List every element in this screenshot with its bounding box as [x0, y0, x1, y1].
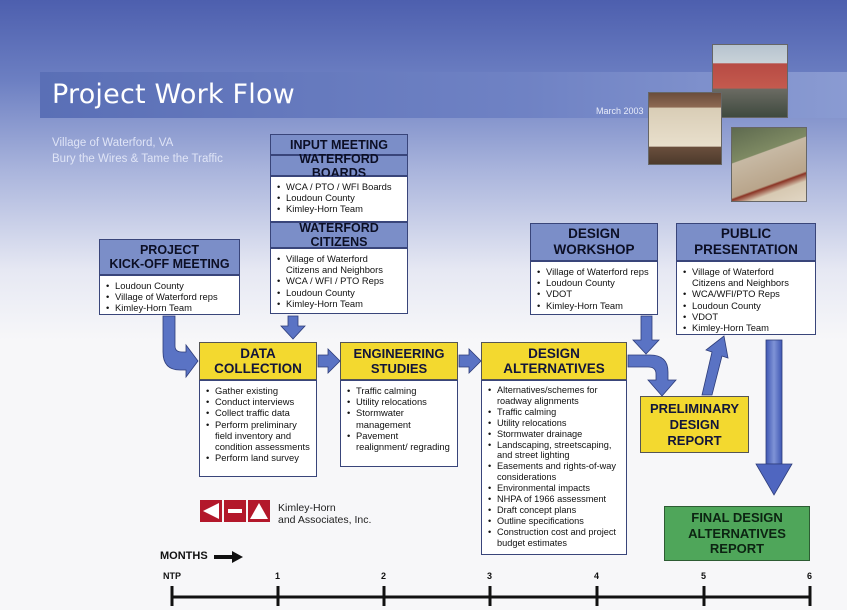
- public-presentation-list: Village of Waterford Citizens and Neighb…: [676, 261, 816, 335]
- list-item: Stormwater management: [347, 407, 451, 429]
- timeline-tick-label: 1: [275, 571, 281, 581]
- design-alternatives-header: DESIGN ALTERNATIVES: [481, 342, 627, 380]
- timeline-tick-label: 4: [594, 571, 600, 581]
- list-item: Perform preliminary field inventory and …: [206, 419, 310, 453]
- list-item: VDOT: [683, 311, 809, 322]
- months-label: MONTHS: [160, 550, 208, 562]
- public-presentation-header: PUBLIC PRESENTATION: [676, 223, 816, 261]
- list-item: Traffic calming: [347, 385, 451, 396]
- list-item: Gather existing: [206, 385, 310, 396]
- subtitle-location: Village of Waterford, VA: [52, 137, 174, 149]
- kickoff-list: Loudoun County Village of Waterford reps…: [99, 275, 240, 315]
- timeline-tick-label: 5: [701, 571, 707, 581]
- list-item: Village of Waterford Citizens and Neighb…: [277, 253, 401, 275]
- final-report-line1: FINAL DESIGN: [691, 510, 783, 526]
- photo-historic-sign: [648, 92, 722, 165]
- list-item: Environmental impacts: [488, 483, 620, 494]
- data-collection-title-line1: DATA: [240, 346, 276, 361]
- waterford-citizens-header: WATERFORD CITIZENS: [270, 221, 408, 249]
- final-design-report-box: FINAL DESIGN ALTERNATIVES REPORT: [664, 506, 810, 561]
- list-item: Alternatives/schemes for roadway alignme…: [488, 385, 620, 407]
- engineering-studies-header: ENGINEERING STUDIES: [340, 342, 458, 380]
- engineering-studies-title-line2: STUDIES: [370, 361, 428, 376]
- list-item: Construction cost and project budget est…: [488, 527, 620, 549]
- photo-village-street: [712, 44, 788, 118]
- timeline-tick-label: 6: [807, 571, 813, 581]
- list-item: VDOT: [537, 288, 651, 299]
- list-item: Easements and rights-of-way consideratio…: [488, 461, 620, 483]
- list-item: Kimley-Horn Team: [277, 203, 401, 214]
- list-item: Village of Waterford Citizens and Neighb…: [683, 266, 809, 288]
- subtitle-tagline: Bury the Wires & Tame the Traffic: [52, 153, 223, 165]
- kickoff-title-line2: KICK-OFF MEETING: [109, 257, 230, 271]
- list-item: Kimley-Horn Team: [277, 298, 401, 309]
- logo-text: Kimley-Horn and Associates, Inc.: [278, 502, 371, 526]
- timeline-tick-label: NTP: [163, 571, 181, 581]
- preliminary-report-line1: PRELIMINARY: [649, 400, 740, 416]
- list-item: Kimley-Horn Team: [683, 322, 809, 333]
- design-workshop-title-line2: WORKSHOP: [553, 242, 635, 257]
- list-item: Outline specifications: [488, 516, 620, 527]
- data-collection-header: DATA COLLECTION: [199, 342, 317, 380]
- design-alternatives-title-line1: DESIGN: [528, 346, 580, 361]
- list-item: Village of Waterford reps: [106, 291, 233, 302]
- preliminary-report-line2: DESIGN: [669, 416, 720, 432]
- design-workshop-header: DESIGN WORKSHOP: [530, 223, 658, 261]
- input-meeting-header: INPUT MEETING: [270, 134, 408, 155]
- list-item: Traffic calming: [488, 407, 620, 418]
- kickoff-header: PROJECT KICK-OFF MEETING: [99, 239, 240, 275]
- design-alternatives-title-line2: ALTERNATIVES: [503, 361, 605, 376]
- final-report-line3: REPORT: [709, 541, 765, 557]
- list-item: Village of Waterford reps: [537, 266, 651, 277]
- data-collection-title-line2: COLLECTION: [214, 361, 302, 376]
- list-item: Kimley-Horn Team: [537, 300, 651, 311]
- list-item: Loudoun County: [683, 300, 809, 311]
- list-item: Perform land survey: [206, 452, 310, 463]
- list-item: Draft concept plans: [488, 505, 620, 516]
- kickoff-title-line1: PROJECT: [139, 243, 200, 257]
- data-collection-list: Gather existing Conduct interviews Colle…: [199, 380, 317, 477]
- logo-line1: Kimley-Horn: [278, 502, 336, 514]
- preliminary-design-report-box: PRELIMINARY DESIGN REPORT: [640, 396, 749, 453]
- list-item: Loudoun County: [106, 280, 233, 291]
- list-item: Loudoun County: [277, 192, 401, 203]
- list-item: NHPA of 1966 assessment: [488, 494, 620, 505]
- list-item: Utility relocations: [347, 396, 451, 407]
- design-workshop-title-line1: DESIGN: [568, 226, 620, 241]
- list-item: Pavement realignment/ regrading: [347, 430, 451, 452]
- design-workshop-list: Village of Waterford reps Loudoun County…: [530, 261, 658, 315]
- waterford-boards-list: WCA / PTO / WFI Boards Loudoun County Ki…: [270, 176, 408, 222]
- logo-line2: and Associates, Inc.: [278, 514, 372, 526]
- list-item: Conduct interviews: [206, 396, 310, 407]
- list-item: Collect traffic data: [206, 407, 310, 418]
- list-item: Kimley-Horn Team: [106, 302, 233, 313]
- list-item: Stormwater drainage: [488, 429, 620, 440]
- timeline-tick-label: 3: [487, 571, 493, 581]
- list-item: WCA / PTO / WFI Boards: [277, 181, 401, 192]
- list-item: Loudoun County: [537, 277, 651, 288]
- engineering-studies-title-line1: ENGINEERING: [353, 346, 445, 361]
- photo-roadside: [731, 127, 807, 202]
- list-item: Landscaping, streetscaping, and street l…: [488, 440, 620, 462]
- date-label: March 2003: [596, 106, 644, 116]
- design-alternatives-list: Alternatives/schemes for roadway alignme…: [481, 380, 627, 555]
- public-presentation-title-line2: PRESENTATION: [694, 242, 798, 257]
- list-item: WCA/WFI/PTO Reps: [683, 288, 809, 299]
- timeline-tick-label: 2: [381, 571, 387, 581]
- page-title: Project Work Flow: [52, 79, 295, 110]
- engineering-studies-list: Traffic calming Utility relocations Stor…: [340, 380, 458, 467]
- list-item: Utility relocations: [488, 418, 620, 429]
- waterford-boards-header: WATERFORD BOARDS: [270, 152, 408, 180]
- preliminary-report-line3: REPORT: [667, 432, 722, 448]
- list-item: Loudoun County: [277, 287, 401, 298]
- waterford-citizens-list: Village of Waterford Citizens and Neighb…: [270, 248, 408, 314]
- list-item: WCA / WFI / PTO Reps: [277, 275, 401, 286]
- public-presentation-title-line1: PUBLIC: [720, 226, 772, 241]
- final-report-line2: ALTERNATIVES: [688, 525, 786, 541]
